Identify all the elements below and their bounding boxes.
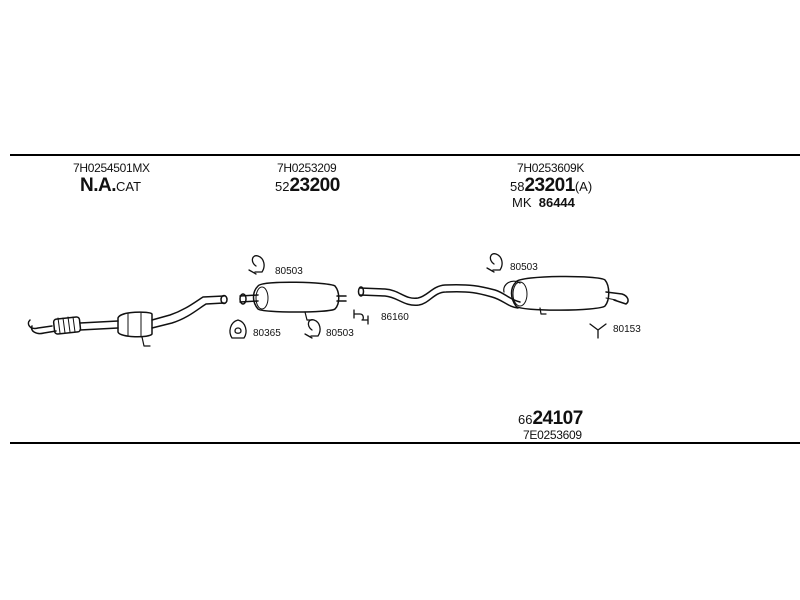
catalyst-label: N.A.CAT	[80, 175, 141, 197]
connecting-pipe-upper	[359, 284, 521, 303]
bottom-rule	[10, 442, 800, 444]
middle-prefix: 52	[275, 179, 290, 194]
middle-silencer-endcap	[255, 286, 269, 310]
label-clamp-middle-top: 80503	[275, 266, 303, 277]
rear-tailpipe	[605, 291, 629, 305]
rear-tailpipe-inner	[605, 297, 617, 301]
label-hanger-pair: 86160	[381, 312, 409, 323]
rear-hanger	[539, 307, 547, 315]
front-pipe-flange	[220, 294, 228, 305]
cat-detail	[127, 312, 142, 338]
label-bracket-rear: 80153	[613, 324, 641, 335]
footer-number: 24107	[532, 408, 583, 429]
footer-prefix: 66	[518, 412, 533, 427]
rear-prefix: 58	[510, 179, 525, 194]
middle-silencer-body	[252, 281, 340, 313]
label-clamp-rear-top: 80503	[510, 262, 538, 273]
catalyst-suffix: CAT	[116, 179, 142, 194]
middle-hanger	[304, 311, 313, 321]
front-pipe-outlet-lower	[151, 302, 225, 329]
gasket-icon	[229, 319, 247, 339]
rear-silencer-assembly	[503, 275, 629, 315]
catalytic-converter	[117, 311, 153, 338]
middle-inlet-flange	[239, 293, 247, 305]
front-pipe-mid	[79, 320, 119, 331]
catalyst-prefix: N.A.	[80, 175, 117, 196]
footer-part-number: 6624107	[518, 408, 583, 430]
cat-hanger	[141, 336, 151, 347]
rear-part-number: 5823201(A)	[510, 175, 592, 197]
fittings	[229, 253, 607, 339]
front-pipe-inlet-lower	[30, 325, 57, 335]
connecting-pipe-lower	[359, 291, 519, 309]
hanger-pair-icon	[353, 309, 369, 325]
flex-ribs	[57, 316, 76, 334]
rear-suffix: (A)	[574, 179, 593, 194]
connecting-pipe-flange	[357, 286, 365, 297]
connecting-pipe	[357, 284, 521, 309]
clamp-icon-rear-top	[486, 253, 503, 273]
label-gasket: 80365	[253, 328, 281, 339]
rear-kit-number: 86444	[538, 195, 575, 210]
catalyst-ref: 7H0254501MX	[73, 161, 150, 175]
clamp-icon-middle-bottom	[304, 319, 321, 339]
front-pipe-inlet	[27, 319, 53, 330]
rear-number: 23201	[524, 175, 575, 196]
rear-kit: MK 86444	[512, 195, 575, 210]
rear-inlet-curl	[503, 280, 521, 293]
middle-outlet-pipe	[336, 295, 347, 302]
bracket-icon-rear	[589, 323, 607, 339]
rear-silencer-endcap	[512, 281, 528, 307]
middle-ref: 7H0253209	[277, 161, 337, 175]
flex-section	[52, 316, 82, 335]
clamp-icon-middle-top	[248, 255, 265, 275]
front-pipe-assembly	[27, 294, 228, 347]
rear-silencer-body	[510, 275, 610, 311]
middle-number: 23200	[289, 175, 340, 196]
rear-ref: 7H0253609K	[517, 161, 585, 175]
footer-ref: 7E0253609	[523, 428, 582, 442]
front-pipe-outlet-upper	[151, 295, 225, 321]
top-rule	[10, 154, 800, 156]
middle-silencer-assembly	[239, 281, 347, 321]
label-clamp-middle-bottom: 80503	[326, 328, 354, 339]
rear-kit-prefix: MK	[512, 195, 532, 210]
middle-part-number: 5223200	[275, 175, 340, 197]
middle-inlet-pipe	[239, 294, 259, 303]
